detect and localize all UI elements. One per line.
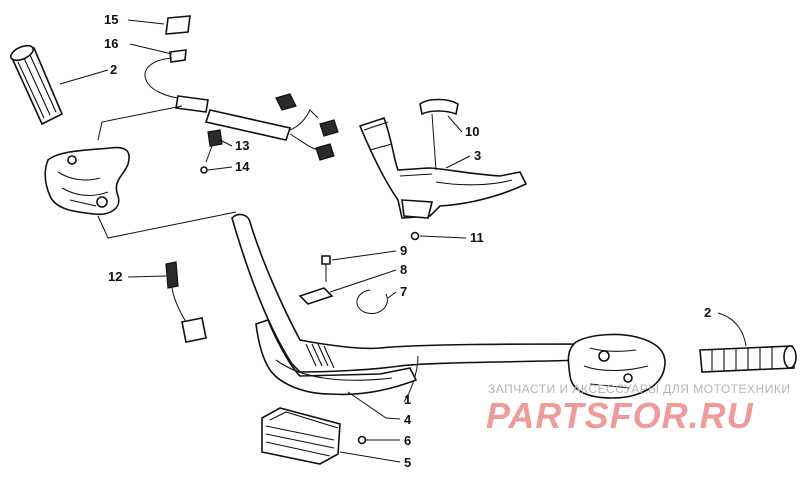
callout-16: 16 [104, 36, 118, 51]
nut-part-11 [410, 231, 420, 241]
watermark-logo: PARTSFOR.RU [486, 395, 754, 436]
callout-1: 1 [404, 392, 411, 407]
cover-plate-part-15 [165, 15, 191, 35]
screw-part-14 [200, 166, 208, 174]
callout-7: 7 [400, 284, 407, 299]
callout-2-right: 2 [704, 305, 711, 320]
callout-14: 14 [235, 159, 250, 174]
callout-5: 5 [404, 455, 411, 470]
wiring-harness [204, 93, 339, 161]
bracket-part-13 [205, 129, 223, 163]
callout-8: 8 [400, 262, 407, 277]
mount-bracket-part-4 [255, 319, 418, 419]
riser-block-part-5 [261, 407, 341, 465]
callout-3: 3 [474, 148, 481, 163]
left-switch-housing [44, 146, 130, 216]
left-switch-link-line [97, 105, 237, 239]
right-switch-housing [567, 333, 666, 399]
right-grip-part-2 [699, 345, 797, 373]
callout-9: 9 [400, 243, 407, 258]
callout-2-left: 2 [110, 62, 117, 77]
callout-12: 12 [108, 269, 122, 284]
callout-6: 6 [404, 433, 411, 448]
cap-part-10 [419, 98, 459, 171]
clamp-ring-part-7 [356, 289, 388, 314]
leader-lines [59, 19, 747, 463]
left-grip-part-2 [9, 44, 64, 126]
callout-15: 15 [104, 12, 118, 27]
callout-labels: 15 16 2 13 14 10 3 11 9 8 7 12 2 1 4 6 5 [104, 12, 711, 470]
watermark-tagline: ЗАПЧАСТИ И АКСЕССУАРЫ ДЛЯ МОТОТЕХНИКИ [488, 382, 791, 396]
clamp-plate-part-8 [298, 287, 334, 305]
callout-11: 11 [470, 230, 484, 245]
tether-switch-part-12 [165, 261, 207, 343]
callout-10: 10 [465, 124, 479, 139]
bolt-part-9 [321, 255, 331, 282]
callout-13: 13 [235, 138, 249, 153]
callout-4: 4 [404, 412, 412, 427]
screw-part-6 [357, 435, 367, 445]
switch-wire-part-16 [144, 49, 209, 113]
handlebar-pad-part-3 [358, 116, 528, 219]
